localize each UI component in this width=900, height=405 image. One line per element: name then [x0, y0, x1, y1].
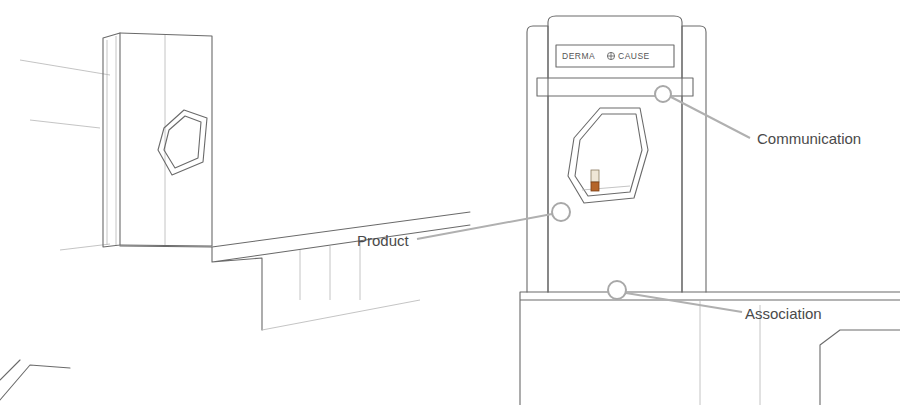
stand-body — [548, 96, 682, 292]
brand-logo — [607, 52, 614, 59]
callout-label: Product — [357, 233, 409, 248]
sign-plate — [556, 45, 674, 67]
left-flange — [527, 26, 548, 292]
left-stand-sketch — [0, 33, 470, 400]
leader-line — [626, 293, 742, 312]
callout-label: Communication — [757, 131, 861, 146]
stand-front — [120, 33, 212, 246]
counter-shade — [262, 242, 420, 330]
window-inner — [164, 116, 201, 168]
counter-top — [120, 212, 470, 330]
stand-side — [103, 33, 120, 247]
window-outline — [568, 108, 648, 203]
callout-dot — [552, 203, 570, 221]
product-tube — [591, 170, 599, 182]
right-flange — [682, 26, 706, 292]
window-outline — [158, 110, 207, 175]
right-stand-sketch — [520, 16, 900, 405]
leader-line — [417, 214, 552, 239]
callouts — [417, 86, 750, 312]
brand-text: DERMA — [562, 52, 595, 61]
stand-top — [548, 16, 682, 78]
product-cap — [591, 182, 599, 191]
callout-dot — [608, 281, 626, 299]
counter-top — [520, 292, 900, 405]
shelf-line — [582, 186, 630, 190]
construction-line — [20, 60, 110, 250]
leader-line — [671, 97, 750, 138]
counter-corner — [0, 360, 70, 400]
callout-dot — [655, 86, 671, 102]
stand-edge — [107, 35, 165, 245]
brand-text: CAUSE — [618, 52, 650, 61]
window-inner — [575, 114, 642, 196]
callout-label: Association — [745, 306, 822, 321]
